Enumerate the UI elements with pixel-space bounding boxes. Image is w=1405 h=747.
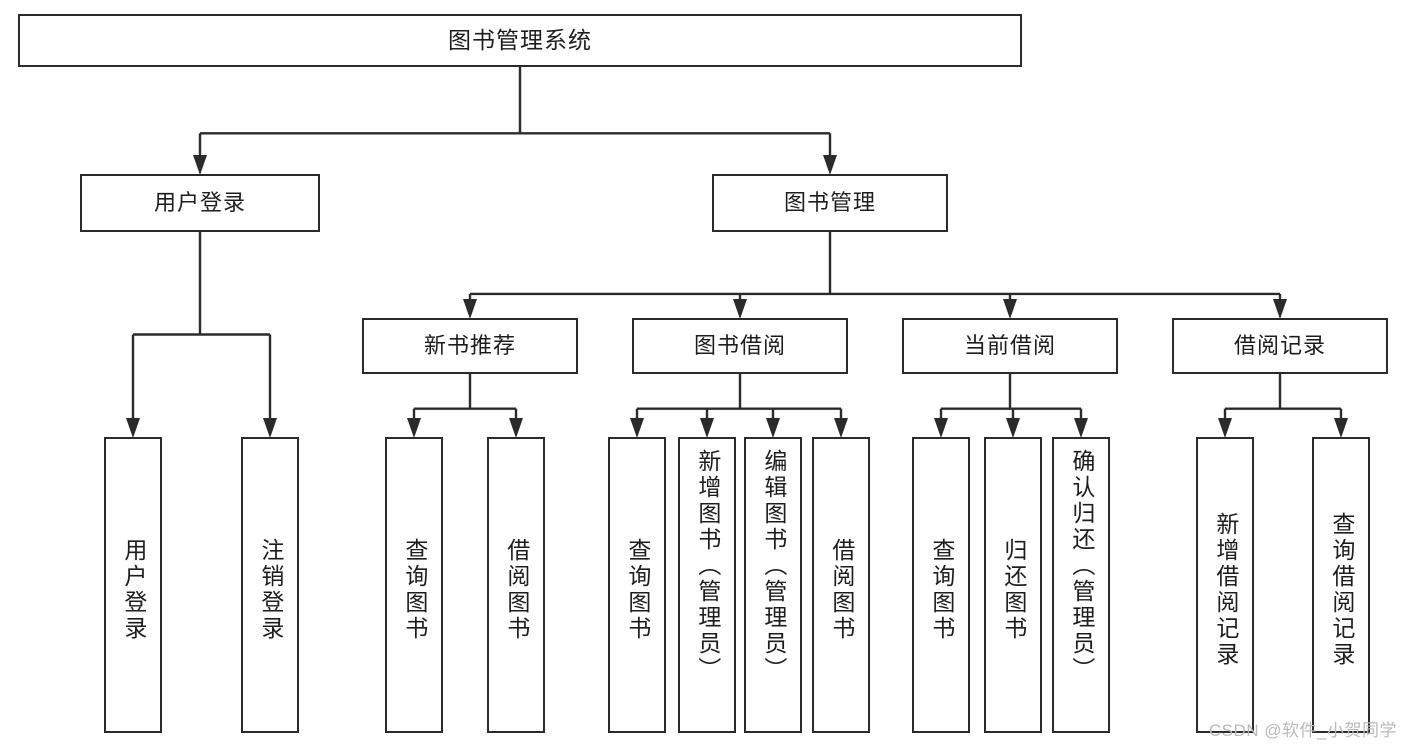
watermark-credit: CSDN @软件_小贺同学 [1208, 721, 1397, 740]
node-label: 借阅记录 [1233, 332, 1326, 358]
leaf-query-book-borrow[interactable]: 查询图书 [608, 437, 666, 733]
leaf-return-book[interactable]: 归还图书 [984, 437, 1042, 733]
node-label: 查询图书 [401, 538, 428, 642]
leaf-query-book-recommend[interactable]: 查询图书 [385, 437, 443, 733]
node-borrow-record[interactable]: 借阅记录 [1172, 318, 1388, 374]
node-root-system[interactable]: 图书管理系统 [18, 14, 1022, 67]
node-label: 查询图书 [624, 538, 651, 642]
leaf-query-borrow-record[interactable]: 查询借阅记录 [1312, 437, 1370, 733]
leaf-add-book[interactable]: 新增图书（管理员） [678, 437, 736, 733]
node-label: 当前借阅 [963, 332, 1056, 358]
leaf-borrow-book-recommend[interactable]: 借阅图书 [487, 437, 545, 733]
node-label: 借阅图书 [503, 538, 530, 642]
node-user-login[interactable]: 用户登录 [80, 174, 320, 232]
node-label: 查询借阅记录 [1328, 512, 1355, 668]
node-label: 确认归还（管理员） [1068, 449, 1095, 683]
node-new-book-recommend[interactable]: 新书推荐 [362, 318, 578, 374]
node-label: 查询图书 [928, 538, 955, 642]
node-label: 图书管理 [783, 189, 876, 215]
node-label: 编辑图书（管理员） [760, 449, 787, 683]
node-label: 新增图书（管理员） [694, 449, 721, 683]
node-label: 注销登录 [257, 538, 284, 642]
leaf-query-book-current[interactable]: 查询图书 [912, 437, 970, 733]
leaf-edit-book[interactable]: 编辑图书（管理员） [744, 437, 802, 733]
node-book-manage[interactable]: 图书管理 [712, 174, 948, 232]
leaf-user-login[interactable]: 用户登录 [104, 437, 162, 733]
node-label: 新书推荐 [423, 332, 516, 358]
node-label: 归还图书 [1000, 538, 1027, 642]
node-label: 借阅图书 [828, 538, 855, 642]
node-label: 用户登录 [120, 538, 147, 642]
node-book-borrow[interactable]: 图书借阅 [632, 318, 848, 374]
leaf-confirm-return[interactable]: 确认归还（管理员） [1052, 437, 1110, 733]
node-label: 用户登录 [153, 189, 246, 215]
leaf-add-borrow-record[interactable]: 新增借阅记录 [1196, 437, 1254, 733]
node-label: 图书借阅 [693, 332, 786, 358]
leaf-user-logout[interactable]: 注销登录 [241, 437, 299, 733]
node-label: 图书管理系统 [448, 26, 592, 53]
node-current-borrow[interactable]: 当前借阅 [902, 318, 1118, 374]
leaf-borrow-book[interactable]: 借阅图书 [812, 437, 870, 733]
node-label: 新增借阅记录 [1212, 512, 1239, 668]
